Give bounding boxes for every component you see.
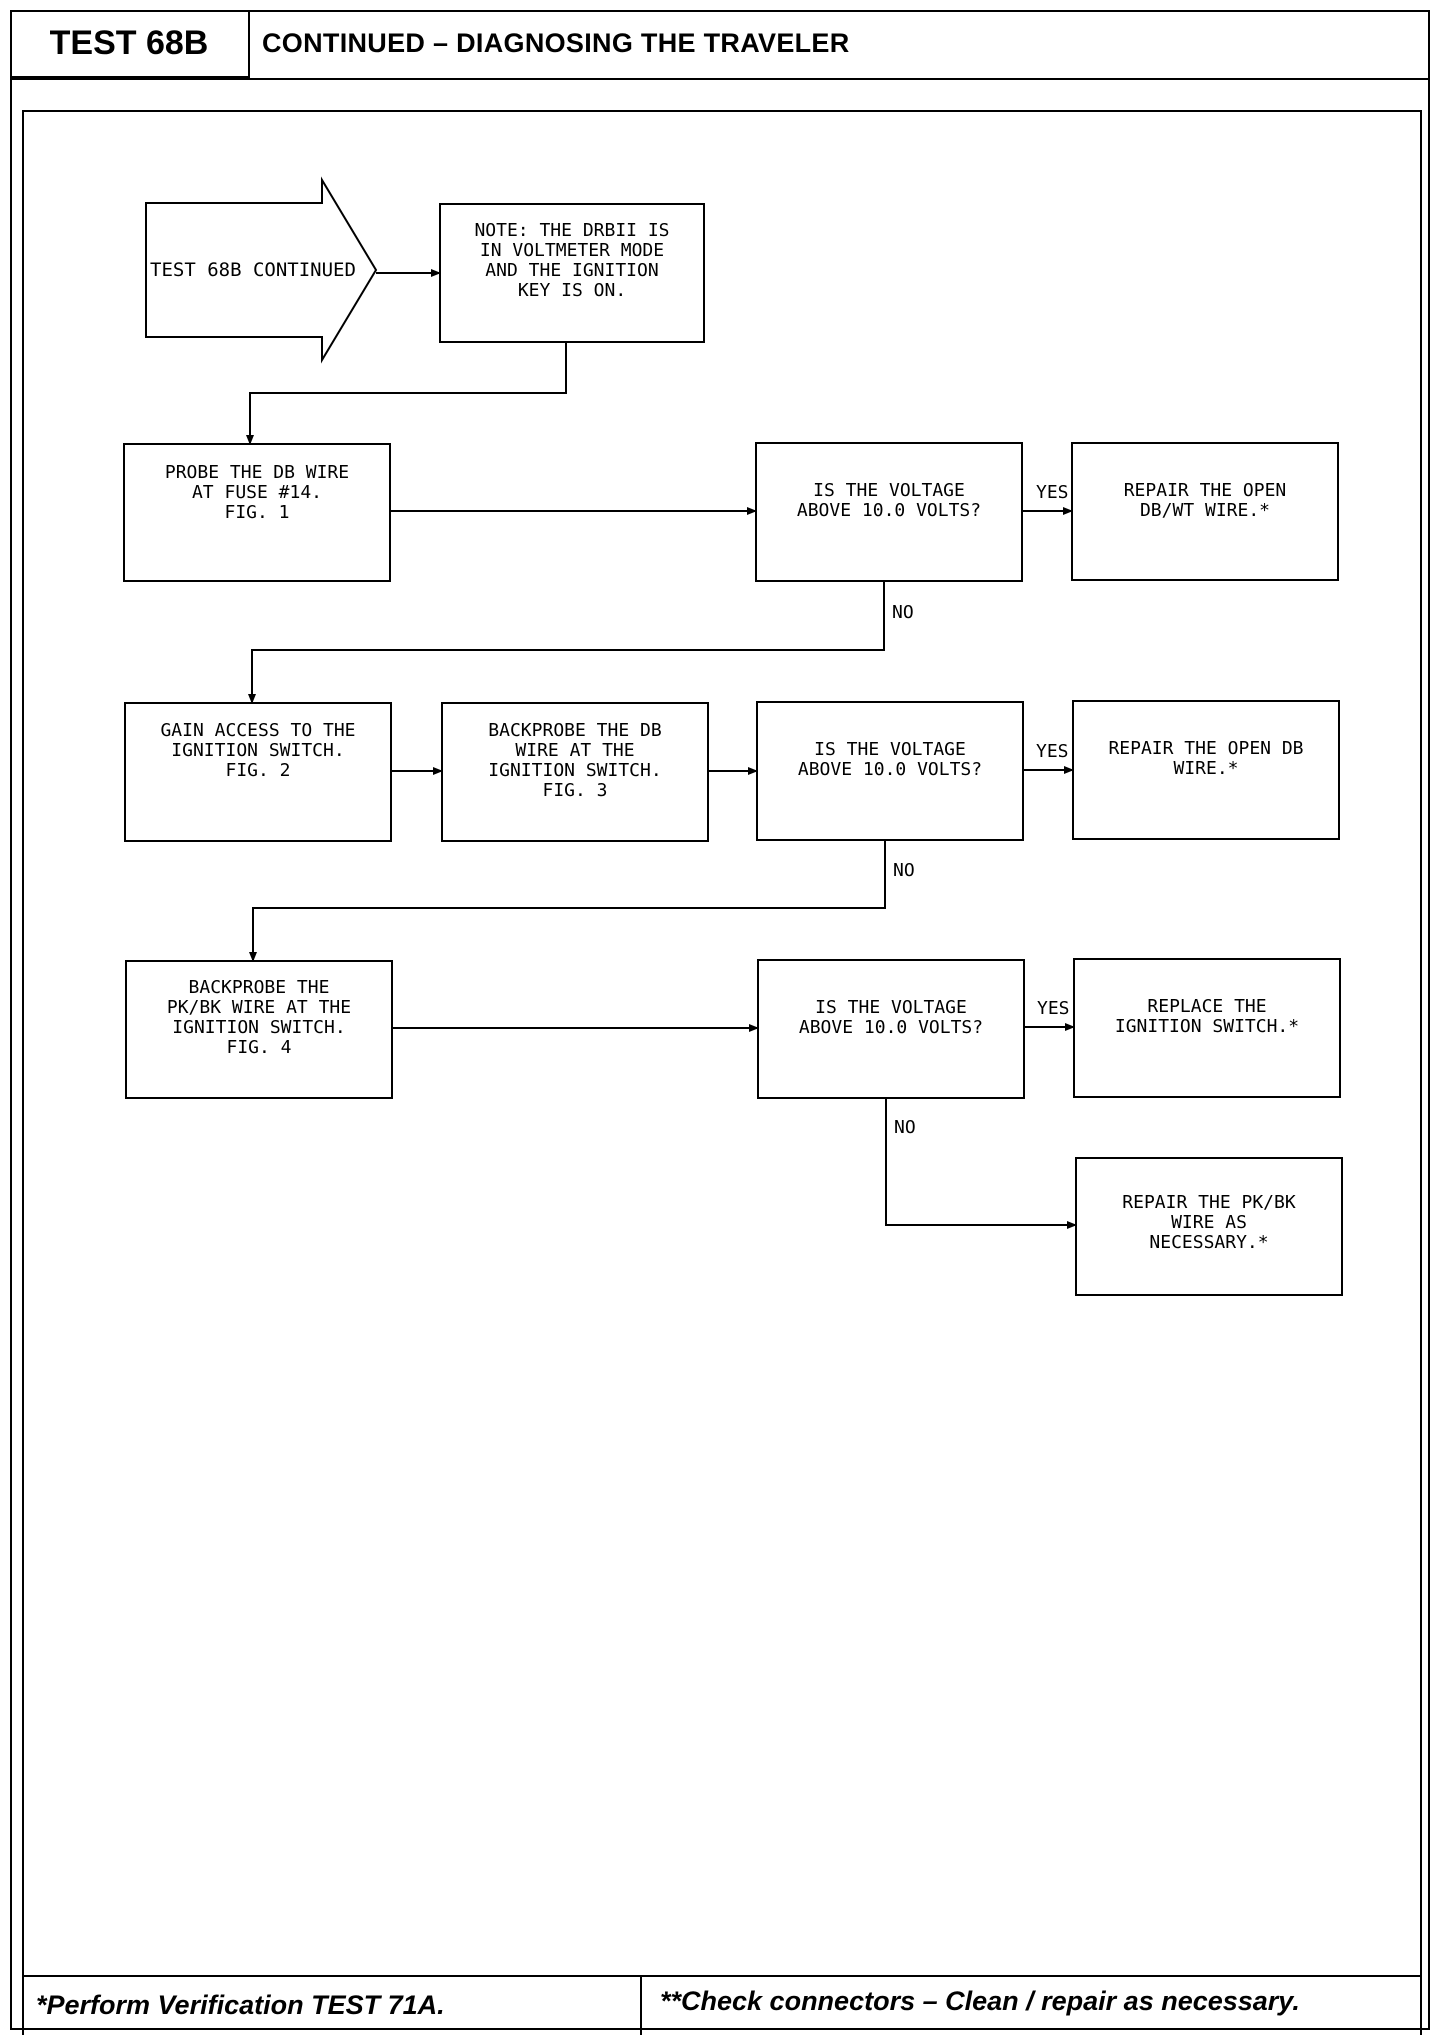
header-divider — [10, 78, 1430, 80]
q1-yes-label: YES — [1036, 482, 1069, 503]
question-2-box — [756, 701, 1024, 841]
q3-yes-label: YES — [1037, 998, 1070, 1019]
page-title: CONTINUED – DIAGNOSING THE TRAVELER — [262, 28, 850, 58]
connector-note-to-probe — [246, 342, 567, 445]
repair-db-wt-line-1: REPAIR THE OPEN — [1124, 480, 1287, 501]
content-right-rule — [1420, 110, 1422, 2035]
repair-pkbk-line-1: REPAIR THE PK/BK — [1122, 1192, 1296, 1213]
content-left-rule — [22, 110, 24, 2035]
start-arrow-label: TEST 68B CONTINUED — [150, 259, 356, 281]
question-3-box — [757, 959, 1025, 1099]
q1-line-2: ABOVE 10.0 VOLTS? — [797, 500, 981, 521]
replace-switch-line-2: IGNITION SWITCH.* — [1115, 1016, 1299, 1037]
q2-line-2: ABOVE 10.0 VOLTS? — [798, 759, 982, 780]
backprobe-db-line-2: WIRE AT THE — [515, 740, 634, 761]
repair-pkbk-box — [1075, 1157, 1343, 1296]
gain-access-box — [124, 702, 392, 842]
backprobe-db-line-1: BACKPROBE THE DB — [488, 720, 661, 741]
replace-switch-line-1: REPLACE THE — [1147, 996, 1266, 1017]
footer-top-rule — [22, 1975, 1422, 1977]
gain-access-line-1: GAIN ACCESS TO THE — [160, 720, 355, 741]
q3-line-1: IS THE VOLTAGE — [815, 997, 967, 1018]
probe-db-line-4: FIG. 1 — [224, 502, 289, 523]
q2-no-label: NO — [893, 860, 915, 881]
footer-divider — [640, 1977, 642, 2035]
repair-pkbk-line-3: NECESSARY.* — [1149, 1232, 1268, 1253]
repair-db-line-1: REPAIR THE OPEN DB — [1108, 738, 1303, 759]
page-frame — [10, 10, 1430, 2030]
backprobe-db-box — [441, 702, 709, 842]
note-line-3: AND THE IGNITION — [485, 260, 658, 281]
connector-q2-no — [249, 840, 886, 962]
q2-yes-label: YES — [1036, 741, 1069, 762]
q1-line-1: IS THE VOLTAGE — [813, 480, 965, 501]
q2-line-1: IS THE VOLTAGE — [814, 739, 966, 760]
start-arrow-shape — [145, 176, 378, 364]
probe-db-line-2: AT FUSE #14. — [192, 482, 322, 503]
q3-line-2: ABOVE 10.0 VOLTS? — [799, 1017, 983, 1038]
backprobe-pkbk-line-5: FIG. 4 — [226, 1037, 291, 1058]
q3-no-label: NO — [894, 1117, 916, 1138]
connector-q1-no — [248, 581, 885, 704]
gain-access-line-4: FIG. 2 — [225, 760, 290, 781]
backprobe-pkbk-line-1: BACKPROBE THE — [189, 977, 330, 998]
content-top-rule — [22, 110, 1422, 112]
repair-db-box — [1072, 700, 1340, 840]
gain-access-line-2: IGNITION SWITCH. — [171, 740, 344, 761]
repair-db-wt-line-2: DB/WT WIRE.* — [1140, 500, 1270, 521]
repair-db-line-2: WIRE.* — [1173, 758, 1238, 779]
connector-q3-no — [885, 1098, 1077, 1229]
note-line-1: NOTE: THE DRBII IS — [474, 220, 669, 241]
probe-db-box — [123, 443, 391, 582]
footer-note-connectors: **Check connectors – Clean / repair as n… — [660, 1986, 1300, 2016]
replace-switch-box — [1073, 958, 1341, 1098]
backprobe-db-line-3: IGNITION SWITCH. — [488, 760, 661, 781]
note-box — [439, 203, 705, 343]
backprobe-pkbk-line-2: PK/BK WIRE AT THE — [167, 997, 351, 1018]
backprobe-pkbk-line-3: IGNITION SWITCH. — [172, 1017, 345, 1038]
test-number-label: TEST 68B — [10, 10, 250, 78]
repair-pkbk-line-2: WIRE AS — [1171, 1212, 1247, 1233]
probe-db-line-1: PROBE THE DB WIRE — [165, 462, 349, 483]
repair-db-wt-box — [1071, 442, 1339, 581]
q1-no-label: NO — [892, 602, 914, 623]
footer-note-verification: *Perform Verification TEST 71A. — [36, 1990, 445, 2020]
note-line-2: IN VOLTMETER MODE — [480, 240, 664, 261]
backprobe-db-line-5: FIG. 3 — [542, 780, 607, 801]
backprobe-pkbk-box — [125, 960, 393, 1099]
note-line-4: KEY IS ON. — [518, 280, 626, 301]
